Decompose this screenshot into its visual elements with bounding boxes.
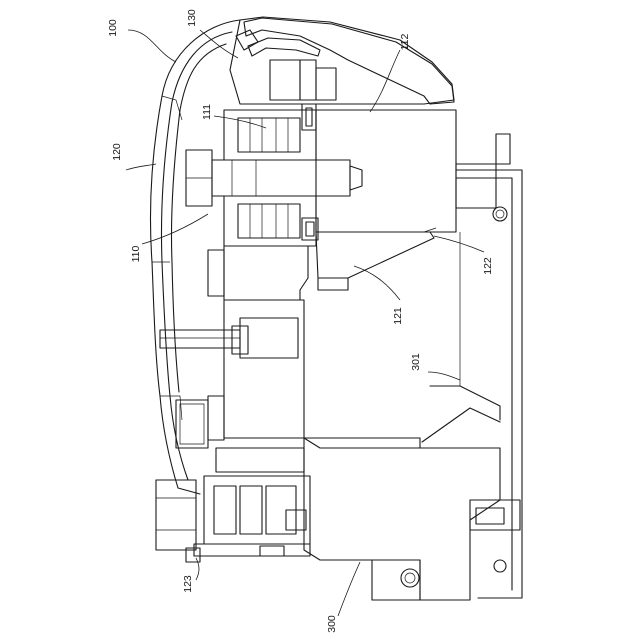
ref-123: 123: [182, 575, 194, 593]
leader-112: [370, 50, 400, 112]
ref-100: 100: [107, 19, 119, 37]
ref-300: 300: [326, 615, 338, 633]
lower-bearing-stack: [224, 196, 318, 246]
leader-300: [338, 562, 360, 616]
ref-301: 301: [410, 353, 422, 371]
leader-100: [128, 30, 176, 62]
leader-301: [428, 372, 460, 380]
leader-120: [126, 164, 156, 170]
rotor-block: [316, 110, 496, 232]
lower-bearing-cluster: [156, 448, 310, 562]
ref-111: 111: [201, 104, 213, 120]
ref-120: 120: [111, 143, 123, 161]
base-block: [304, 438, 520, 600]
ref-122: 122: [482, 257, 494, 275]
leader-123: [196, 558, 199, 580]
leader-110: [142, 214, 208, 244]
ref-121: 121: [392, 307, 404, 325]
leader-130: [200, 30, 238, 58]
leader-122: [434, 236, 484, 252]
shaft-bolt: [186, 150, 362, 206]
top-cap: [236, 18, 454, 104]
side-frame: [422, 134, 522, 598]
leader-121: [354, 266, 400, 300]
central-column: [160, 246, 308, 448]
ref-110: 110: [130, 245, 142, 262]
sloped-flange: [316, 228, 436, 290]
leader-lines: [126, 30, 484, 616]
ref-130: 130: [186, 9, 198, 27]
upper-bearing-stack: [224, 104, 316, 160]
ref-112: 112: [399, 33, 411, 50]
